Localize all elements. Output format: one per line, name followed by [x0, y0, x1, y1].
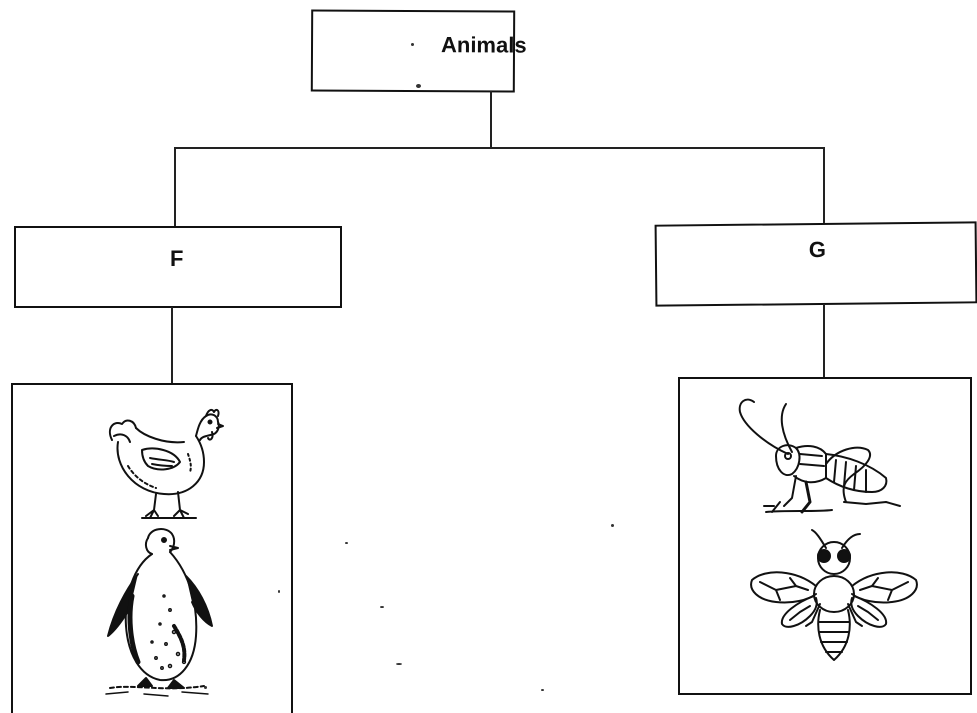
scan-speck	[416, 84, 421, 88]
group-f-label: F	[170, 246, 184, 271]
root-box-animals: Animals	[310, 9, 527, 93]
scan-speck	[541, 689, 544, 691]
scan-speck	[345, 542, 348, 544]
scan-speck	[411, 43, 414, 46]
left-branch-line	[174, 147, 176, 227]
chicken-icon	[108, 408, 224, 519]
scan-speck	[278, 590, 280, 593]
right-branch-line	[823, 147, 825, 225]
g-to-pictures-line	[823, 304, 825, 378]
f-to-pictures-line	[171, 307, 173, 385]
root-stem-line	[490, 91, 492, 149]
scan-speck	[396, 663, 402, 665]
bee-icon	[750, 529, 918, 661]
penguin-icon	[105, 528, 213, 697]
scan-speck	[380, 606, 384, 608]
grasshopper-icon	[738, 398, 901, 514]
group-box-g: G	[654, 221, 977, 307]
group-box-f: F	[14, 226, 342, 308]
scan-speck	[611, 524, 614, 527]
horizontal-branch-line	[174, 147, 825, 149]
group-g-label: G	[808, 236, 827, 263]
scan-speck	[204, 686, 207, 689]
root-label: Animals	[440, 32, 527, 58]
